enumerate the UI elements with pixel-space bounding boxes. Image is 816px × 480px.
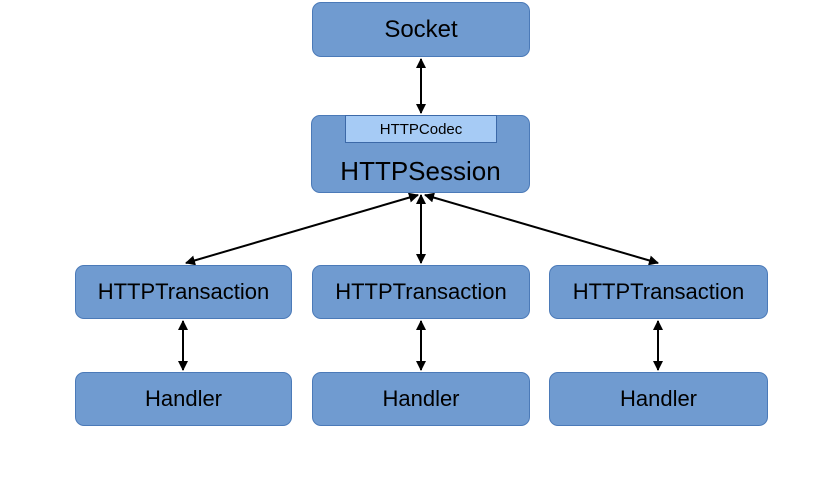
node-http-transaction-2[interactable]: HTTPTransaction (312, 265, 530, 319)
node-http-codec[interactable]: HTTPCodec (345, 115, 497, 143)
node-handler-1-label: Handler (144, 386, 223, 411)
node-http-transaction-2-label: HTTPTransaction (335, 279, 507, 304)
node-handler-3-label: Handler (619, 386, 698, 411)
node-socket-label: Socket (384, 15, 458, 43)
node-handler-3[interactable]: Handler (549, 372, 768, 426)
node-http-transaction-3[interactable]: HTTPTransaction (549, 265, 768, 319)
node-http-transaction-1-label: HTTPTransaction (97, 279, 270, 304)
node-http-session-label: HTTPSession (340, 156, 501, 186)
node-handler-2[interactable]: Handler (312, 372, 530, 426)
node-socket[interactable]: Socket (312, 2, 530, 57)
edge-session-transaction-1 (185, 192, 419, 266)
node-http-transaction-1[interactable]: HTTPTransaction (75, 265, 292, 319)
node-handler-2-label: Handler (382, 386, 460, 411)
edge-session-transaction-3 (424, 192, 659, 266)
node-handler-1[interactable]: Handler (75, 372, 292, 426)
node-http-codec-label: HTTPCodec (379, 120, 463, 138)
node-http-transaction-3-label: HTTPTransaction (572, 279, 745, 304)
